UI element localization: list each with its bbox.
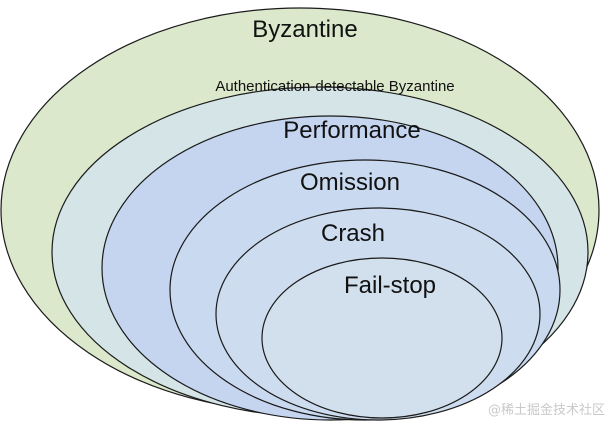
label-performance: Performance bbox=[283, 117, 420, 144]
ellipse-fail-stop bbox=[261, 257, 503, 419]
label-crash: Crash bbox=[321, 220, 385, 247]
label-fail-stop: Fail-stop bbox=[344, 272, 436, 299]
label-omission: Omission bbox=[300, 169, 400, 196]
watermark: @稀土掘金技术社区 bbox=[487, 403, 605, 418]
label-authentication-detectable-byzantine: Authentication-detectable Byzantine bbox=[215, 78, 454, 95]
label-byzantine: Byzantine bbox=[252, 16, 357, 43]
